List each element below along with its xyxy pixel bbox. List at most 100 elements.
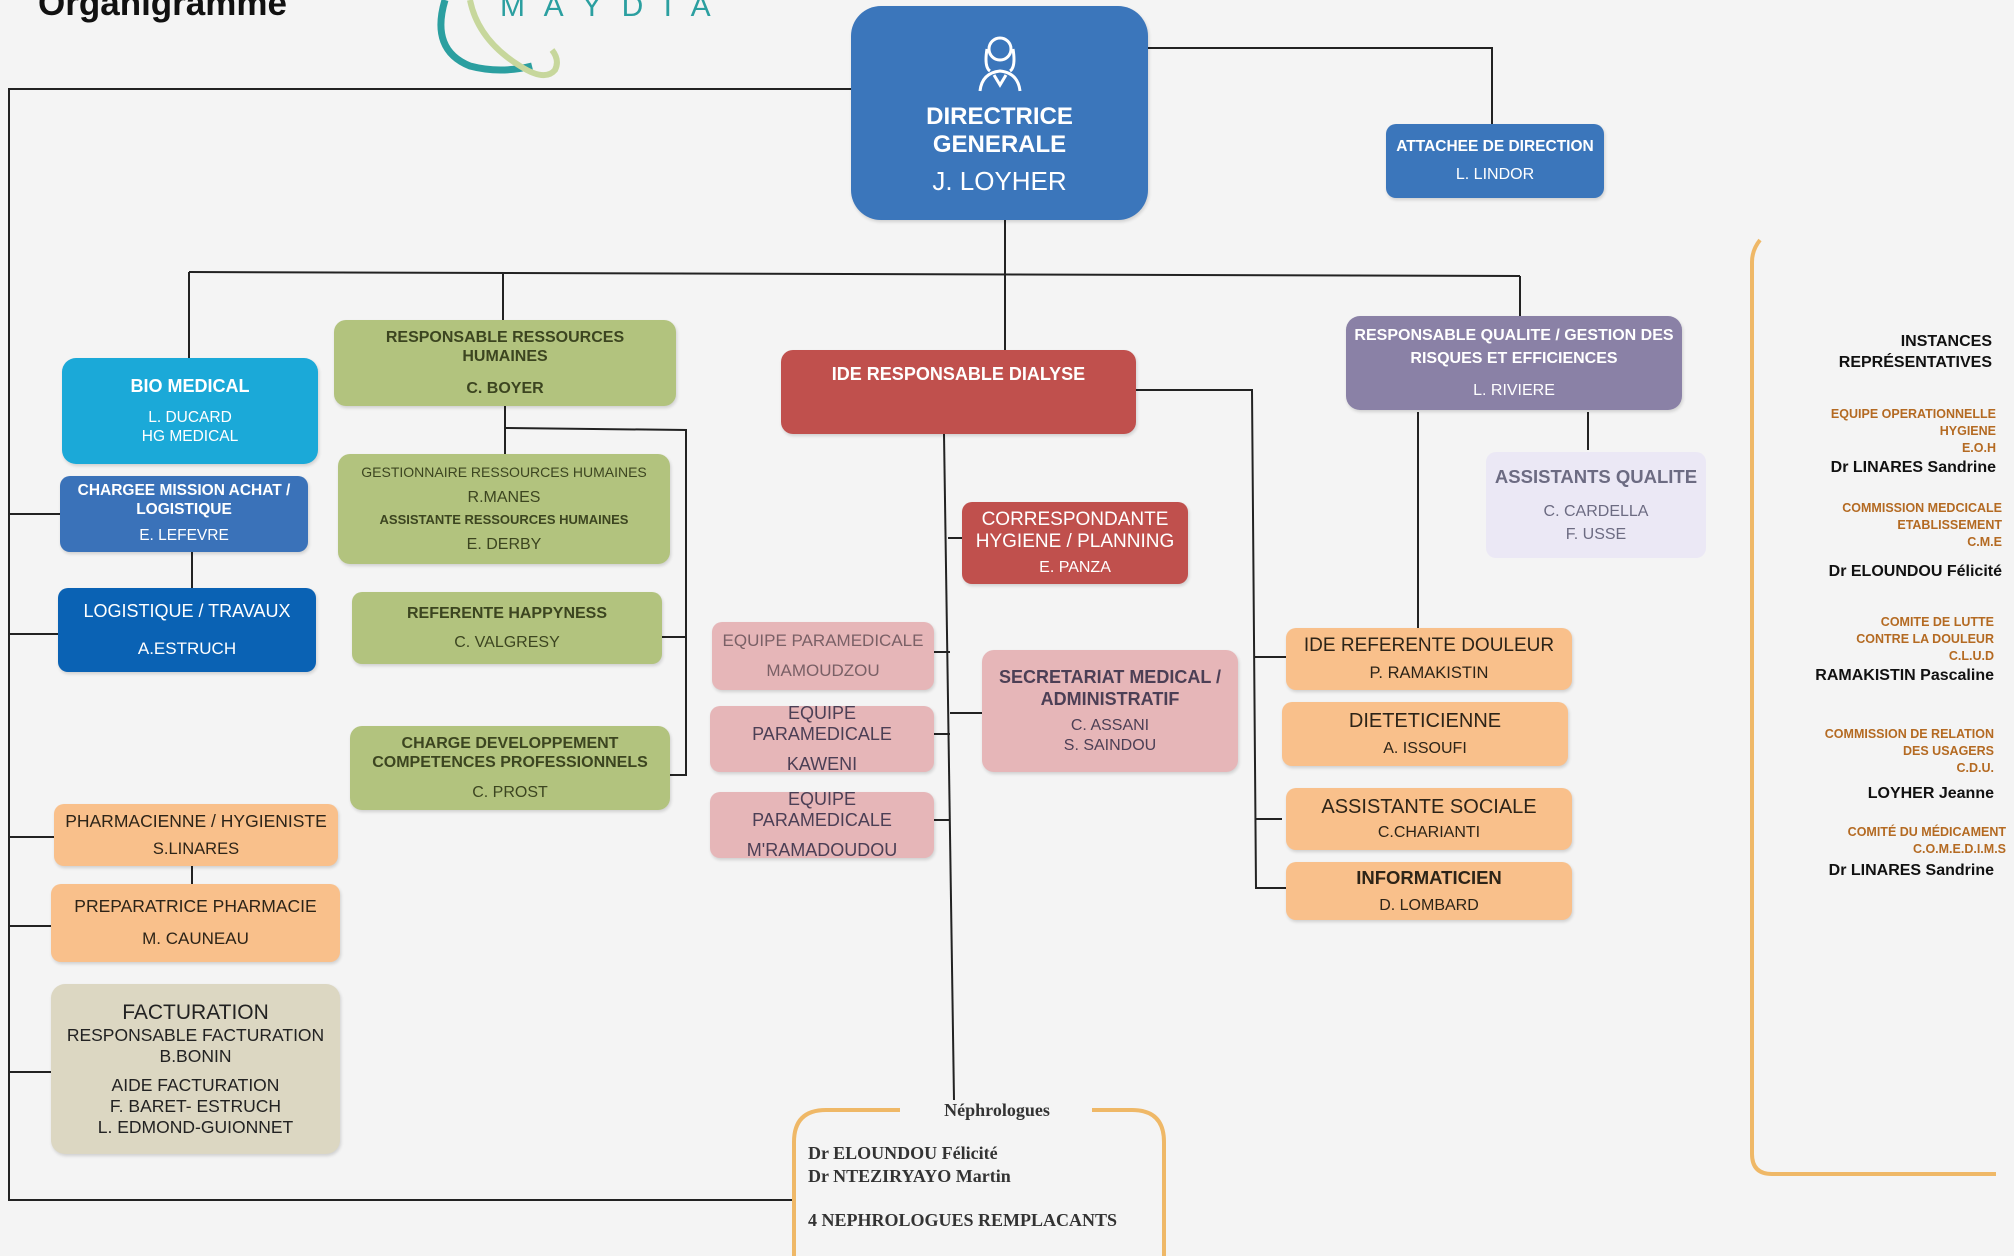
dev-role-2: COMPETENCES PROFESSIONNELS [372, 754, 648, 772]
dieteticienne-name: A. ISSOUFI [1383, 740, 1467, 758]
instance-acronym: C.M.E [1967, 534, 2002, 549]
instance-acronym: C.L.U.D [1948, 648, 1994, 663]
ide-dialyse-role: IDE RESPONSABLE DIALYSE [831, 364, 1086, 384]
instance-label: EQUIPE OPERATIONNELLE [1830, 407, 1996, 421]
equipe-site: M'RAMADOUDOU [746, 839, 898, 860]
bio-medical-box: BIO MEDICAL L. DUCARD HG MEDICAL [62, 358, 318, 464]
nephrologue-1: Dr ELOUNDOU Félicité [808, 1143, 998, 1163]
logo-text: M A Y D I A [500, 0, 717, 23]
instance-person: LOYHER Jeanne [1867, 784, 1994, 802]
nephrologue-2: Dr NTEZIRYAYO Martin [808, 1166, 1011, 1186]
nephrologues-title: Néphrologues [944, 1100, 1050, 1120]
instances-title-2: REPRÉSENTATIVES [1838, 353, 1992, 371]
instance-label: COMITE DE LUTTE [1880, 615, 1994, 629]
logistique-name: A.ESTRUCH [137, 638, 237, 658]
happyness-name: C. VALGRESY [454, 634, 560, 651]
arh-role: ASSISTANTE RESSOURCES HUMAINES [379, 511, 629, 527]
facturation-name-1: B.BONIN [159, 1046, 232, 1067]
equipe-role: EQUIPE PARAMEDICALE [752, 702, 892, 745]
facturation-role-2: AIDE FACTURATION [111, 1075, 280, 1096]
director-box: DIRECTRICE GENERALE J. LOYHER [851, 6, 1148, 220]
correspondante-box: CORRESPONDANTE HYGIENE / PLANNING E. PAN… [962, 502, 1188, 584]
assistants-qualite-box: ASSISTANTS QUALITE C. CARDELLA F. USSE [1486, 452, 1706, 558]
happyness-role: REFERENTE HAPPYNESS [406, 604, 608, 622]
director-name: J. LOYHER [932, 166, 1067, 197]
ide-dialyse-box: IDE RESPONSABLE DIALYSE [781, 350, 1136, 434]
secretariat-role: SECRETARIAT MEDICAL / [998, 667, 1221, 688]
qualite-role-2: RISQUES ET EFFICIENCES [1410, 350, 1618, 368]
grh-name: R.MANES [467, 489, 541, 507]
instance-label: COMMISSION MEDCICALE [1842, 501, 2002, 515]
equipe-role: EQUIPE PARAMEDICALE [722, 630, 924, 650]
instance-label: COMMISSION DE RELATION [1824, 727, 1994, 741]
facturation-box: FACTURATION RESPONSABLE FACTURATION B.BO… [51, 984, 340, 1154]
logistique-role: LOGISTIQUE / TRAVAUX [83, 601, 291, 621]
douleur-role: IDE REFERENTE DOULEUR [1303, 634, 1555, 656]
instances-title-1: INSTANCES [1900, 333, 1992, 350]
facturation-role-1: RESPONSABLE FACTURATION [66, 1025, 325, 1046]
bio-role: BIO MEDICAL [130, 375, 250, 396]
equipe-site: MAMOUDZOU [766, 661, 880, 680]
arh-name: E. DERBY [466, 536, 542, 554]
instance-person: RAMAKISTIN Pascaline [1815, 666, 1994, 684]
secretariat-role-2: ADMINISTRATIF [1040, 688, 1180, 709]
instance-label: HYGIENE [1939, 423, 1996, 438]
instances-title: INSTANCES REPRÉSENTATIVES [1740, 332, 1992, 374]
grh-role: GESTIONNAIRE RESSOURCES HUMAINES [361, 463, 647, 480]
assistante-sociale-box: ASSISTANTE SOCIALE C.CHARIANTI [1286, 788, 1572, 850]
assistants-role: ASSISTANTS QUALITE [1494, 465, 1698, 487]
instance-label: DES USAGERS [1903, 743, 1994, 758]
dieteticienne-role: DIETETICIENNE [1348, 710, 1502, 733]
correspondante-name: E. PANZA [1039, 559, 1111, 577]
achat-box: CHARGEE MISSION ACHAT / LOGISTIQUE E. LE… [60, 476, 308, 552]
rrh-box: RESPONSABLE RESSOURCES HUMAINES C. BOYER [334, 320, 676, 406]
happyness-box: REFERENTE HAPPYNESS C. VALGRESY [352, 592, 662, 664]
instance-person: Dr LINARES Sandrine [1830, 458, 1996, 476]
rrh-name: C. BOYER [466, 379, 544, 397]
douleur-name: P. RAMAKISTIN [1369, 663, 1489, 682]
instance-cdu: COMMISSION DE RELATION DES USAGERS C.D.U… [1736, 726, 1994, 803]
pharma-role: PHARMACIENNE / HYGIENISTE [65, 810, 327, 831]
user-icon [978, 36, 1021, 91]
instance-acronym: C.O.M.E.D.I.M.S [1912, 841, 2006, 856]
instance-label: ETABLISSEMENT [1897, 517, 2002, 532]
equipe-paramedicale-mramadoudou: EQUIPE PARAMEDICALE M'RAMADOUDOU [710, 788, 934, 860]
qualite-name: L. RIVIERE [1473, 381, 1555, 399]
instance-person: Dr LINARES Sandrine [1828, 861, 1994, 879]
dieteticienne-box: DIETETICIENNE A. ISSOUFI [1282, 702, 1568, 766]
facturation-title: FACTURATION [122, 1000, 269, 1024]
equipe-role: EQUIPE PARAMEDICALE [752, 788, 892, 831]
equipe-site: KAWENI [786, 753, 858, 774]
bio-line2: HG MEDICAL [141, 427, 239, 445]
attachee-role: ATTACHEE DE DIRECTION [1396, 138, 1594, 156]
logistique-box: LOGISTIQUE / TRAVAUX A.ESTRUCH [58, 588, 316, 672]
preparatrice-box: PREPARATRICE PHARMACIE M. CAUNEAU [51, 884, 340, 962]
secretariat-name-2: S. SAINDOU [1063, 736, 1157, 754]
assistante-sociale-role: ASSISTANTE SOCIALE [1321, 796, 1537, 819]
bio-name: L. DUCARD [148, 409, 232, 427]
instance-acronym: E.O.H [1961, 440, 1996, 455]
informaticien-name: D. LOMBARD [1379, 896, 1479, 914]
director-role: DIRECTRICE GENERALE [926, 102, 1073, 159]
ide-referente-douleur-box: IDE REFERENTE DOULEUR P. RAMAKISTIN [1286, 628, 1572, 690]
secretariat-box: SECRETARIAT MEDICAL / ADMINISTRATIF C. A… [982, 650, 1238, 772]
nephrologues-remplacants: 4 NEPHROLOGUES REMPLACANTS [808, 1210, 1118, 1230]
preparatrice-name: M. CAUNEAU [142, 929, 249, 949]
informaticien-role: INFORMATICIEN [1356, 867, 1502, 889]
correspondante-role: CORRESPONDANTE [981, 508, 1169, 530]
instance-acronym: C.D.U. [1956, 760, 1995, 775]
pharmacienne-box: PHARMACIENNE / HYGIENISTE S.LINARES [54, 804, 338, 866]
dev-name: C. PROST [472, 783, 548, 801]
assistante-sociale-name: C.CHARIANTI [1377, 824, 1481, 842]
rrh-role: RESPONSABLE RESSOURCES [385, 329, 625, 347]
assistant-name-2: F. USSE [1565, 526, 1627, 544]
correspondante-role-2: HYGIENE / PLANNING [975, 531, 1175, 553]
assistant-name-1: C. CARDELLA [1543, 502, 1649, 520]
dev-role: CHARGE DEVELOPPEMENT [401, 735, 619, 753]
dev-competences-box: CHARGE DEVELOPPEMENT COMPETENCES PROFESS… [350, 726, 670, 810]
equipe-paramedicale-kaweni: EQUIPE PARAMEDICALE KAWENI [710, 702, 934, 774]
instance-cme: COMMISSION MEDCICALE ETABLISSEMENT C.M.E… [1740, 500, 2002, 581]
responsable-qualite-box: RESPONSABLE QUALITE / GESTION DES RISQUE… [1346, 316, 1682, 410]
page-title: Organigramme [38, 0, 287, 23]
